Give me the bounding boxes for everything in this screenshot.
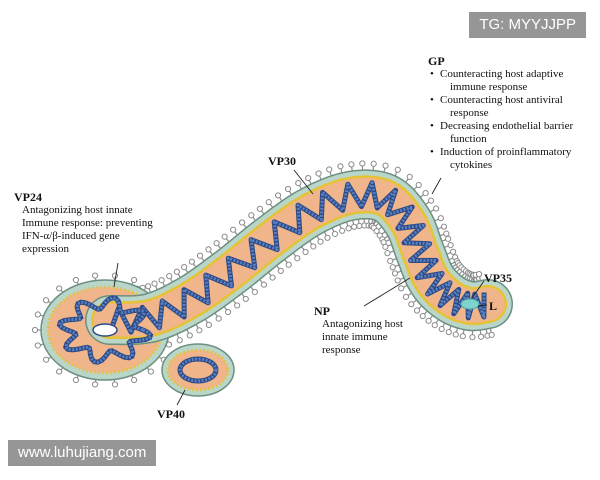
label-l: L	[489, 299, 498, 313]
coiled-nucleocapsid	[57, 296, 153, 364]
label-vp30: VP30	[268, 154, 296, 168]
leader-lines	[113, 169, 488, 406]
watermark-bottom-left: www.luhujiang.com	[8, 440, 157, 466]
label-np: NP Antagonizing host innate immune respo…	[314, 304, 403, 356]
label-vp24: VP24 Antagonizing host innate Immune res…	[14, 190, 153, 255]
polymerase-complex	[460, 298, 480, 310]
virion-lobe-interior	[166, 348, 230, 392]
nucleocapsid	[108, 181, 486, 334]
gp-function-item: Decreasing endothelial barrier function	[428, 120, 573, 146]
gp-function-item: Counteracting host adaptive immune respo…	[428, 68, 573, 94]
label-vp35: VP35	[484, 271, 512, 285]
label-gp: GP Counteracting host adaptive immune re…	[428, 54, 573, 172]
watermark-top-right: TG: MYYJJPP	[469, 12, 586, 38]
label-gp-title: GP	[428, 54, 445, 68]
head-lumen	[92, 323, 118, 337]
gp-function-item: Counteracting host antiviral response	[428, 94, 573, 120]
gp-function-list: Counteracting host adaptive immune respo…	[428, 68, 573, 172]
lobe-nucleocapsid	[178, 357, 218, 383]
label-vp40: VP40	[157, 407, 185, 421]
gp-function-item: Induction of proinflammatory cytokines	[428, 146, 573, 172]
